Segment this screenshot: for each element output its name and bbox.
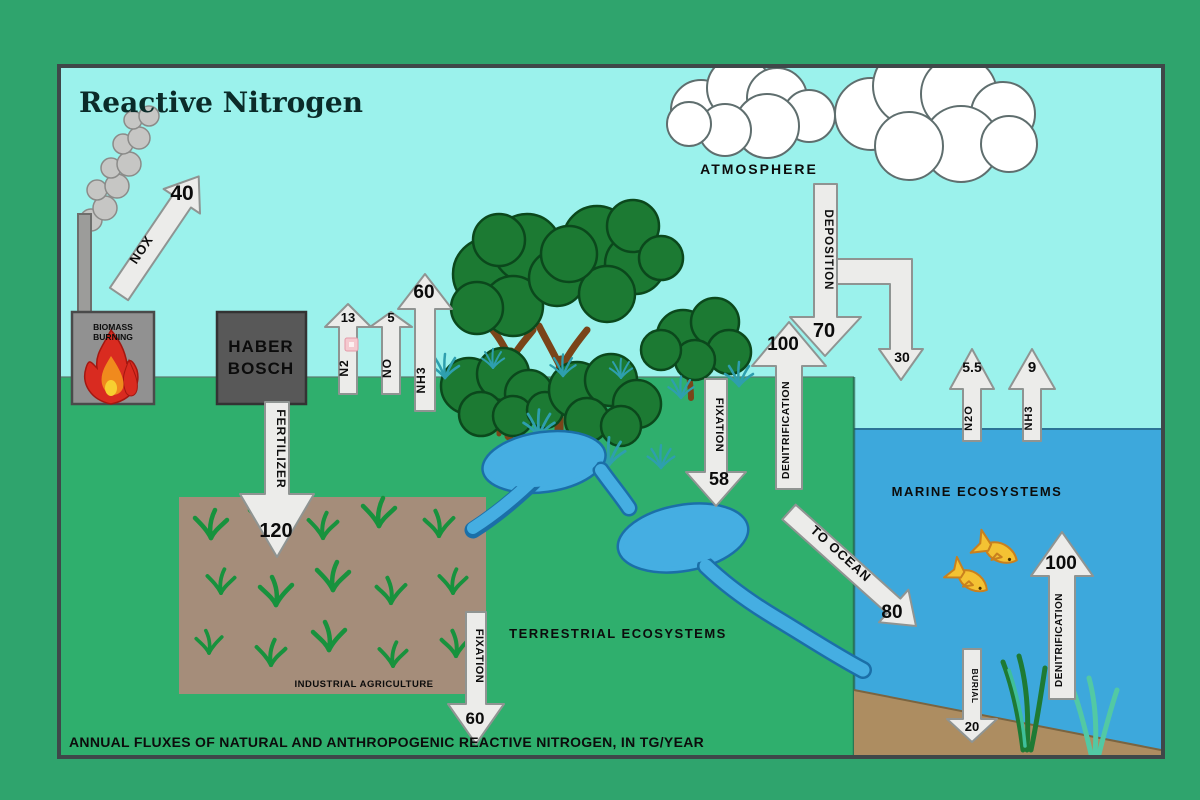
no-value: 5 bbox=[387, 310, 394, 325]
seaweed-icon bbox=[1000, 653, 1120, 755]
haber-label-line2: BOSCH bbox=[228, 359, 294, 378]
biomass-label-line2: BURNING bbox=[93, 332, 133, 342]
industrial-agriculture-label: INDUSTRIAL AGRICULTURE bbox=[294, 679, 433, 690]
fertilizer-label: FERTILIZER bbox=[274, 409, 288, 488]
nox-value: 40 bbox=[170, 182, 193, 205]
fixation-agriculture-label: FIXATION bbox=[473, 629, 485, 684]
caption: ANNUAL FLUXES OF NATURAL AND ANTHROPOGEN… bbox=[69, 734, 704, 750]
n2o-ocean-arrow bbox=[949, 348, 995, 442]
marine-ecosystems-label: MARINE ECOSYSTEMS bbox=[892, 484, 1063, 499]
nh3-land-value: 60 bbox=[413, 282, 434, 303]
denitrification-ocean-value: 100 bbox=[1045, 553, 1077, 574]
image-placeholder-icon bbox=[344, 337, 359, 352]
denitrification-ocean-arrow bbox=[1030, 531, 1094, 700]
fire-icon bbox=[84, 328, 139, 405]
fixation-forest-label: FIXATION bbox=[713, 398, 725, 453]
chimney bbox=[77, 213, 92, 315]
nh3-ocean-value: 9 bbox=[1028, 359, 1036, 376]
nh3-land-label: NH3 bbox=[414, 366, 428, 393]
cloud-icon bbox=[666, 68, 836, 159]
no-arrow bbox=[369, 311, 413, 395]
small-tree-icon bbox=[639, 296, 753, 382]
nh3-ocean-label: NH3 bbox=[1023, 405, 1035, 430]
denitrification-land-value: 100 bbox=[767, 334, 799, 355]
nh3-land-arrow bbox=[397, 273, 453, 412]
diagram-frame: INDUSTRIAL AGRICULTURE bbox=[57, 64, 1165, 759]
no-label: NO bbox=[380, 358, 394, 378]
deposition-land-value: 70 bbox=[813, 320, 835, 342]
seafloor-sand bbox=[854, 690, 1161, 755]
biomass-label-line1: BIOMASS bbox=[93, 322, 133, 332]
burial-label: BURIAL bbox=[970, 668, 980, 703]
haber-label-line1: HABER bbox=[228, 337, 293, 356]
deposition-arrow bbox=[789, 183, 862, 357]
denitrification-land-arrow bbox=[751, 321, 827, 490]
burial-value: 20 bbox=[965, 719, 979, 734]
fixation-forest-arrow bbox=[685, 378, 747, 507]
lake-river-shape bbox=[464, 429, 872, 679]
diagram-title: Reactive Nitrogen bbox=[79, 86, 363, 119]
terrestrial-ecosystems-label: TERRESTRIAL ECOSYSTEMS bbox=[509, 626, 727, 641]
fertilizer-arrow bbox=[239, 401, 315, 558]
tree-canopy-icon bbox=[449, 198, 685, 338]
n2o-ocean-value: 5.5 bbox=[962, 359, 982, 375]
fertilizer-value: 120 bbox=[259, 520, 292, 542]
denitrification-land-label: DENITRIFICATION bbox=[780, 381, 792, 479]
n2o-ocean-label: N2O bbox=[963, 405, 975, 431]
fixation-agriculture-arrow bbox=[447, 611, 505, 745]
seafloor-edge bbox=[853, 689, 1161, 751]
cloud-icon bbox=[834, 68, 1038, 183]
atmosphere-label: ATMOSPHERE bbox=[700, 161, 818, 177]
to-ocean-value: 80 bbox=[881, 602, 902, 623]
to-ocean-arrow bbox=[781, 503, 917, 627]
fixation-agriculture-value: 60 bbox=[466, 709, 485, 728]
fixation-forest-value: 58 bbox=[709, 469, 729, 489]
deposition-ocean-value: 30 bbox=[894, 349, 910, 365]
burial-arrow bbox=[946, 648, 998, 743]
nox-arrow bbox=[108, 175, 201, 302]
denitrification-ocean-label: DENITRIFICATION bbox=[1054, 593, 1065, 687]
deposition-label: DEPOSITION bbox=[822, 210, 834, 291]
nh3-ocean-arrow bbox=[1008, 348, 1056, 442]
haber-bosch-box bbox=[215, 310, 308, 406]
n2-value: 13 bbox=[341, 310, 355, 325]
n2-label: N2 bbox=[337, 359, 351, 376]
deposition-branch-arrow bbox=[836, 258, 924, 381]
